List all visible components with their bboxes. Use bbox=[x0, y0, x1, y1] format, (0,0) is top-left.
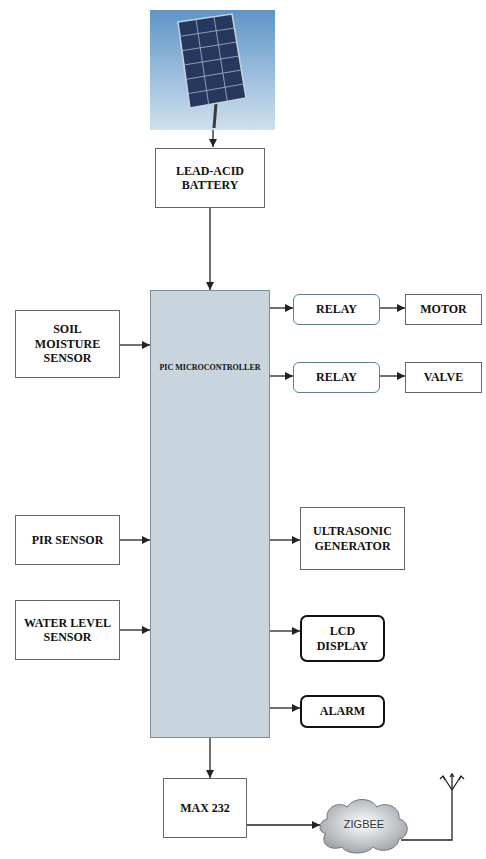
node-label: ZIGBEE bbox=[324, 818, 404, 831]
output-box: ULTRASONIC GENERATOR bbox=[300, 507, 405, 570]
sensor-box: WATER LEVEL SENSOR bbox=[15, 600, 120, 660]
text-group: ULTRASONIC GENERATOR bbox=[307, 524, 398, 553]
arrow-connector bbox=[270, 539, 300, 540]
node-label: SOIL MOISTURE SENSOR bbox=[22, 322, 113, 365]
arrow-connector bbox=[270, 630, 300, 631]
text-group: RELAY bbox=[300, 302, 373, 316]
node-label: VALVE bbox=[412, 370, 475, 384]
interface-box: MAX 232 bbox=[163, 778, 247, 838]
sensor-box: PIR SENSOR bbox=[15, 515, 120, 565]
arrow-connector bbox=[209, 738, 210, 778]
arrow-connector bbox=[270, 307, 293, 308]
controller-box: PIC MICROCONTROLLER bbox=[150, 290, 270, 738]
text-group: SOIL MOISTURE SENSOR bbox=[22, 322, 113, 365]
text-group: LCD DISPLAY bbox=[308, 624, 377, 653]
alarm-box: ALARM bbox=[300, 695, 385, 728]
antenna bbox=[401, 774, 464, 840]
node-label: PIR SENSOR bbox=[22, 533, 113, 547]
node-label: MOTOR bbox=[412, 302, 475, 316]
node-label: LCD DISPLAY bbox=[308, 624, 377, 653]
arrow-connector bbox=[120, 539, 150, 540]
relay-box: RELAY bbox=[293, 294, 380, 325]
arrow-connector bbox=[120, 629, 150, 630]
arrow-connector bbox=[247, 824, 320, 825]
display-box: LCD DISPLAY bbox=[300, 615, 385, 662]
arrow-connector bbox=[120, 344, 150, 345]
text-group: VALVE bbox=[412, 370, 475, 384]
output-box: MOTOR bbox=[405, 294, 482, 325]
power-box: LEAD-ACID BATTERY bbox=[155, 148, 265, 208]
node-label: ULTRASONIC GENERATOR bbox=[307, 524, 398, 553]
text-group: MOTOR bbox=[412, 302, 475, 316]
text-group: PIC MICROCONTROLLER bbox=[157, 363, 263, 373]
text-group: ZIGBEE bbox=[324, 818, 404, 831]
arrow-connector bbox=[209, 208, 210, 290]
text-group: ALARM bbox=[308, 704, 377, 718]
relay-box: RELAY bbox=[293, 362, 380, 393]
node-label: ALARM bbox=[308, 704, 377, 718]
solar-panel bbox=[150, 10, 275, 130]
zigbee-cloud: ZIGBEE bbox=[318, 795, 410, 855]
text-group: WATER LEVEL SENSOR bbox=[22, 616, 113, 645]
text-group: RELAY bbox=[300, 370, 373, 384]
arrow-connector bbox=[380, 375, 405, 376]
text-group: PIR SENSOR bbox=[22, 533, 113, 547]
node-label: WATER LEVEL SENSOR bbox=[22, 616, 113, 645]
arrow-connector bbox=[270, 375, 293, 376]
node-label: MAX 232 bbox=[170, 801, 240, 815]
node-label: RELAY bbox=[300, 302, 373, 316]
node-label: PIC MICROCONTROLLER bbox=[157, 363, 263, 373]
arrow-connector bbox=[270, 707, 300, 708]
arrow-connector bbox=[380, 307, 405, 308]
node-label: RELAY bbox=[300, 370, 373, 384]
node-label: LEAD-ACID BATTERY bbox=[162, 164, 258, 193]
text-group: MAX 232 bbox=[170, 801, 240, 815]
sensor-box: SOIL MOISTURE SENSOR bbox=[15, 310, 120, 378]
text-group: LEAD-ACID BATTERY bbox=[162, 164, 258, 193]
panel-arrow bbox=[212, 130, 213, 147]
output-box: VALVE bbox=[405, 362, 482, 393]
